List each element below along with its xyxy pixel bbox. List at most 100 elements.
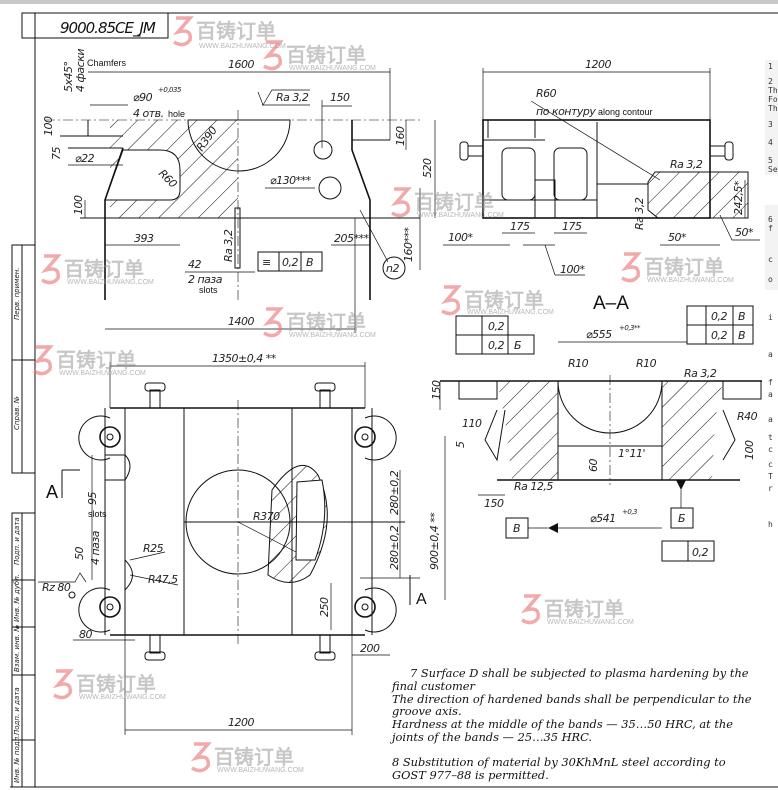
dim-95: 95: [86, 492, 99, 505]
datum-b: Б: [678, 512, 685, 525]
note-fragment: i: [768, 313, 773, 322]
chamfers-label: Chamfers: [87, 58, 127, 68]
hole-label: hole: [168, 109, 185, 119]
watermark-brand: 百铸订单: [64, 257, 144, 281]
dim-100-aa: 100: [743, 440, 756, 460]
dim-chamfer-count: 4 фаски: [74, 49, 87, 92]
watermark-url: WWW.BAIZHUWANG.COM: [289, 65, 376, 72]
datum-v: В: [513, 522, 520, 535]
note-fragment: a: [768, 390, 773, 399]
note-fragment: 1: [768, 62, 773, 71]
watermark-url: WWW.BAIZHUWANG.COM: [199, 43, 286, 50]
dim-2425: 242,5*: [732, 180, 745, 215]
strip-label: Взам. инв. №: [13, 624, 21, 672]
note-fragment: 3: [768, 120, 773, 129]
roughness-aa: Ra 3,2: [684, 367, 717, 380]
dim-900: 900±0,4 **: [428, 512, 441, 570]
window-top-bar: [0, 0, 778, 4]
dim-393: 393: [134, 232, 154, 245]
dim-50a: 50*: [668, 231, 687, 244]
dim-110: 110: [462, 417, 482, 430]
document-code: 9000.85СE_ЈМ: [60, 19, 156, 38]
note-fragment: 2: [768, 77, 773, 86]
watermark-brand: 百铸订单: [464, 288, 544, 312]
dim-541-tol: +0,3: [622, 508, 637, 516]
tol-flatness: 0,2: [488, 320, 504, 333]
dim-r60-contour: R60: [536, 87, 557, 100]
watermark-url: WWW.BAIZHUWANG.COM: [217, 767, 304, 774]
dim-75: 75: [50, 147, 63, 160]
dim-541: ⌀541: [590, 512, 616, 525]
note-fragment: T: [768, 472, 773, 481]
dim-22: ⌀22: [75, 152, 95, 165]
roughness-125: Ra 12,5: [514, 480, 553, 493]
strip-label: Инв. № дубл.: [13, 574, 21, 622]
dim-130: ⌀130***: [270, 174, 312, 187]
note-fragment: a: [768, 415, 773, 424]
dim-1400: 1400: [228, 315, 254, 328]
strip-label: Подп. и дата: [13, 687, 21, 735]
dim-50b: 50*: [735, 226, 754, 239]
note-fragment: c: [768, 445, 773, 454]
front-view: [45, 68, 421, 333]
roughness-a: Ra 3,2: [670, 158, 703, 171]
note-fragment: r: [768, 484, 773, 493]
dim-205: 205***: [334, 232, 369, 245]
right-notes-panel: [765, 205, 778, 290]
dim-hole-diameter: ⌀90: [133, 91, 153, 104]
watermark-brand: 百铸订单: [76, 672, 156, 696]
note-fragment: 5: [768, 156, 773, 165]
note-fragment: Fo: [768, 95, 778, 104]
section-mark-left: A: [46, 482, 58, 502]
watermark-brand: 百铸订单: [196, 19, 276, 43]
side-strip: [11, 244, 36, 788]
watermark-brand: 百铸订单: [214, 745, 294, 769]
dim-100-left: 100: [72, 195, 85, 215]
dim-100b: 100*: [560, 263, 585, 276]
note-fragment: f: [768, 224, 773, 233]
note-fragment: c: [768, 255, 773, 264]
dim-175a: 175: [510, 220, 530, 233]
roughness-top: Ra 3,2: [276, 91, 309, 104]
note-7-direction: The direction of hardened bands shall be…: [392, 691, 752, 719]
dim-80: 80: [79, 628, 92, 641]
watermark-url: WWW.BAIZHUWANG.COM: [79, 694, 166, 701]
note-7-hardness: Hardness at the middle of the bands — 35…: [392, 717, 734, 744]
note-fragment: Th: [768, 104, 778, 113]
strip-label: Инв. № подл.: [13, 735, 21, 783]
watermark-brand: 百铸订单: [414, 190, 494, 214]
callout-n2: n2: [386, 262, 399, 275]
note-fragment: f: [768, 378, 773, 387]
roughness-b: Ra 3,2: [633, 197, 646, 230]
slots-count-plan: 4 паза: [89, 530, 102, 565]
dim-angle: 1°11': [618, 447, 645, 460]
dim-280a: 280±0,2: [388, 470, 401, 515]
dim-520: 520: [421, 158, 434, 178]
right-notes-panel: [765, 60, 778, 175]
watermark-brand: 百铸订单: [286, 43, 366, 67]
strip-label: Перв. примен.: [13, 267, 21, 320]
dim-280b: 280±0,2: [388, 525, 401, 570]
dim-42: 42: [188, 258, 201, 271]
contour-note: по контуру: [536, 105, 596, 118]
dim-r40: R40: [737, 410, 758, 423]
dim-555: ⌀555: [586, 328, 612, 341]
dim-1200-plan: 1200: [228, 716, 254, 729]
watermark-brand: 百铸订单: [56, 348, 136, 372]
section-title: A–A: [593, 293, 629, 314]
note-fragment: Se: [768, 165, 778, 174]
section-a-a: [439, 305, 762, 600]
tol-cross-datum: В: [738, 329, 745, 342]
dim-250: 250: [318, 597, 331, 617]
slots-label-plan: slots: [88, 509, 107, 519]
dim-150-aa: 150: [430, 380, 443, 400]
dim-5: 5: [454, 441, 467, 448]
note-fragment: h: [768, 520, 773, 529]
note-fragment: t: [768, 433, 773, 442]
note-fragment: a: [768, 350, 773, 359]
watermark-url: WWW.BAIZHUWANG.COM: [647, 277, 734, 284]
watermark-url: WWW.BAIZHUWANG.COM: [417, 212, 504, 219]
dim-175b: 175: [562, 220, 582, 233]
dim-200: 200: [360, 642, 380, 655]
